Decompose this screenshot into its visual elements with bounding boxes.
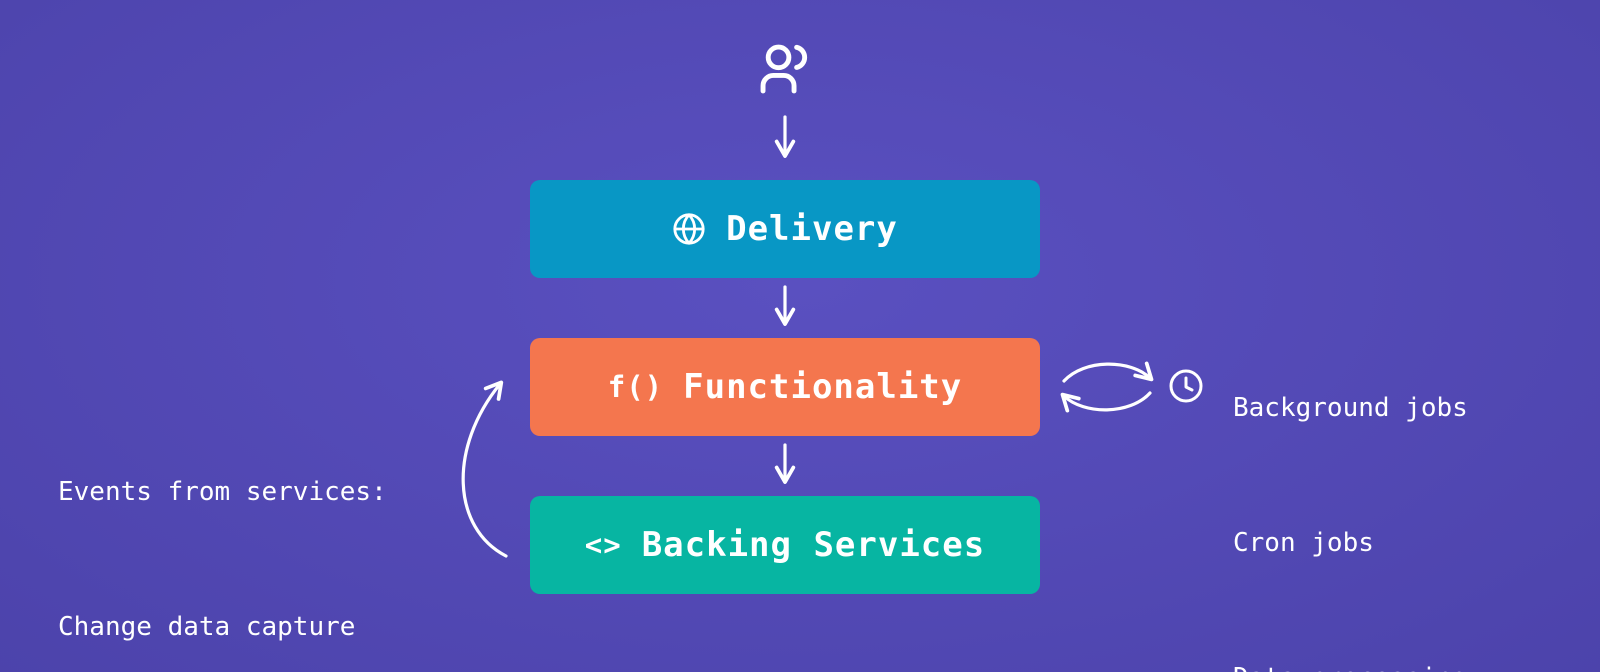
down-arrow-icon [774, 443, 796, 484]
events-annotation-line: Change data capture [58, 612, 356, 642]
function-icon: f() [607, 370, 664, 404]
node-functionality-label: Functionality [683, 367, 963, 407]
node-backing-services: <> Backing Services [530, 496, 1040, 594]
clock-icon [1169, 369, 1203, 403]
down-arrow-icon [774, 285, 796, 326]
globe-icon [673, 213, 705, 245]
down-arrow-icon [774, 115, 796, 158]
jobs-annotation-line: Background jobs [1233, 393, 1468, 423]
node-functionality: f() Functionality [530, 338, 1040, 436]
node-delivery: Delivery [530, 180, 1040, 278]
events-annotation: Events from services: Change data captur… [58, 380, 387, 672]
sync-arrows-icon [1060, 361, 1154, 413]
events-annotation-line: Events from services: [58, 477, 387, 507]
users-icon [760, 44, 808, 94]
node-backing-services-label: Backing Services [641, 525, 986, 565]
code-icon: <> [584, 528, 622, 562]
jobs-annotation: Background jobs Cron jobs Data processin… [1233, 296, 1515, 672]
jobs-annotation-line: Cron jobs [1233, 528, 1374, 558]
node-delivery-label: Delivery [726, 209, 898, 249]
jobs-annotation-line: Data processing [1233, 656, 1515, 672]
curved-arrow-icon [461, 380, 508, 558]
